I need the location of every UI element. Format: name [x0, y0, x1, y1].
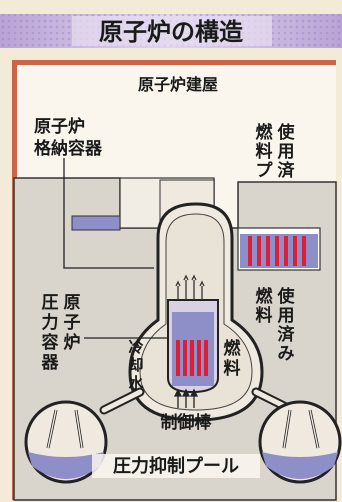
fuel-rod: [266, 236, 270, 266]
spent-fuel-rods: [248, 236, 306, 266]
building-roof: [12, 60, 336, 65]
containment-leader: [63, 158, 154, 269]
leader-lines: [63, 158, 168, 339]
pressure-vessel: [167, 274, 219, 394]
fuel-rod: [257, 236, 261, 266]
fuel-rod: [183, 340, 187, 376]
fuel-rod: [302, 236, 306, 266]
fuel-label-char1: 燃: [224, 338, 242, 359]
diagram-title: 原子炉の構造: [99, 18, 243, 46]
containment-label-line1: 原子炉: [34, 116, 85, 137]
spent-fuel-label-col2: 燃料: [256, 286, 274, 326]
fuel-rod: [176, 340, 180, 376]
fuel-rod: [284, 236, 288, 266]
coolant-label-char2: 却: [128, 356, 143, 374]
fuel-rod: [293, 236, 297, 266]
control-rod-arrows: [173, 388, 199, 408]
fuel-rod: [275, 236, 279, 266]
suppression-pool-label: 圧力抑制プール: [113, 455, 239, 477]
suppression-water-right: [262, 452, 338, 479]
coolant-label: 冷 却 水: [128, 338, 144, 392]
coolant-label-char3: 水: [128, 374, 144, 392]
fuel-label-char2: 料: [224, 358, 241, 379]
suppression-water-left: [28, 452, 104, 479]
fuel-rod: [197, 340, 201, 376]
control-rods-label: 制御棒: [161, 412, 213, 433]
fuel-rod: [248, 236, 252, 266]
spent-fuel-label: 使用済み 燃料: [256, 286, 296, 364]
reactor-building-label: 原子炉建屋: [138, 75, 218, 94]
pressure-vessel-label: 原子炉 圧力容器: [41, 293, 81, 373]
fuel-label: 燃 料: [224, 338, 242, 379]
fuel-rod: [190, 340, 194, 376]
coolant-label-char1: 冷: [128, 338, 143, 356]
suppression-pool: [24, 387, 342, 484]
pressure-vessel-label-col2: 圧力容器: [41, 293, 60, 373]
steam-pipes: [175, 274, 205, 300]
pressure-vessel-label-col1: 原子炉: [64, 293, 81, 353]
spent-fuel-label-col1: 使用済み: [277, 286, 296, 364]
fuel-rod: [204, 340, 208, 376]
containment-label-line2: 格納容器: [34, 138, 103, 159]
suppression-label-bg: [92, 454, 260, 478]
core-fuel-rods: [176, 340, 208, 376]
spent-fuel-pool: [237, 227, 321, 271]
title-band: [0, 14, 342, 48]
left-water-pool: [71, 215, 121, 231]
